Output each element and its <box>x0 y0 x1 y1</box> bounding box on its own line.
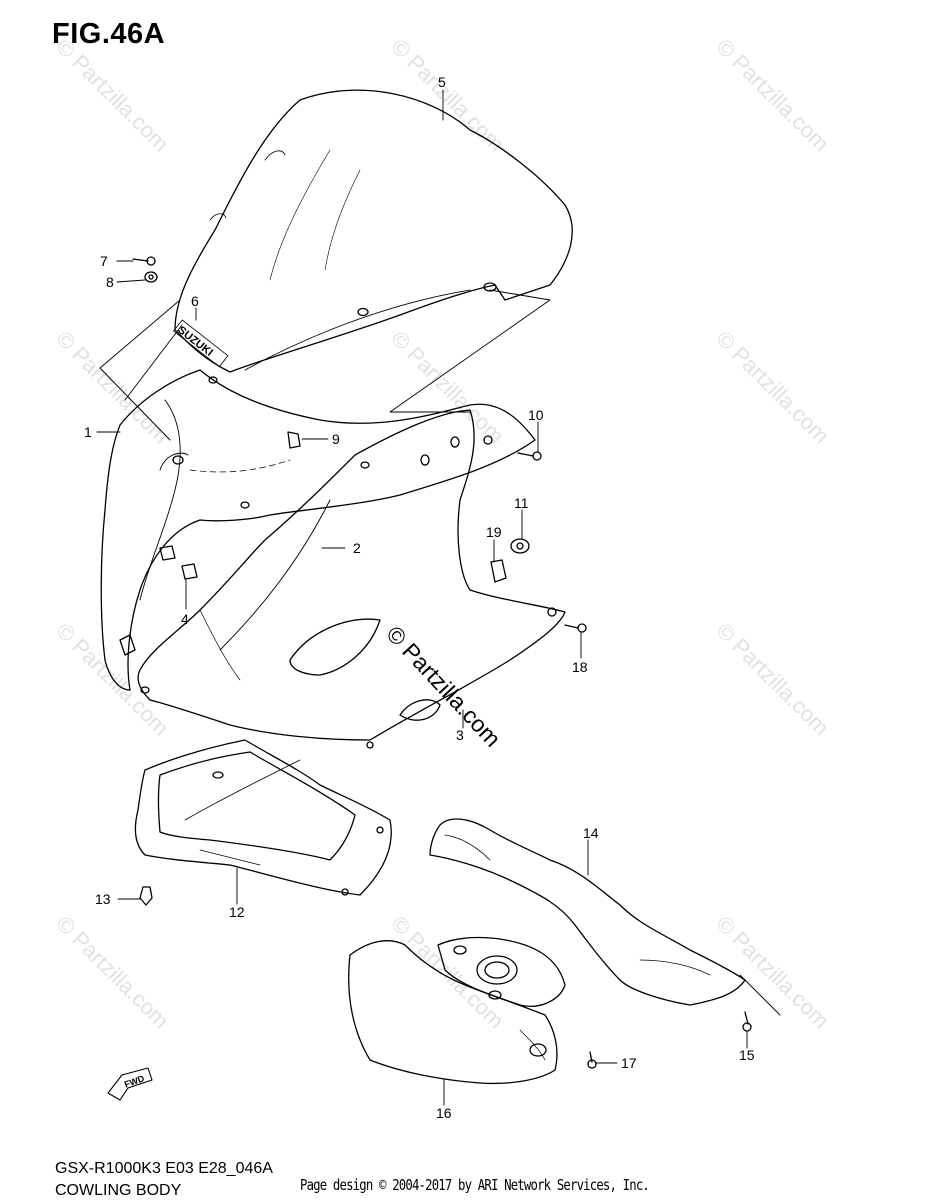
section-name: COWLING BODY <box>55 1182 182 1199</box>
part-label-1: 1 <box>84 424 92 440</box>
part-label-9: 9 <box>332 431 340 447</box>
part-9-clip-icon <box>287 431 301 449</box>
heat-shield-part <box>348 936 566 1085</box>
center-watermark: © Partzilla.com <box>381 621 506 752</box>
part-label-13: 13 <box>95 891 111 907</box>
watermark-group: © Partzilla.com © Partzilla.com © Partzi… <box>51 34 834 1034</box>
part-label-2: 2 <box>353 540 361 556</box>
watermark: © Partzilla.com <box>51 34 174 157</box>
air-duct-part <box>429 818 781 1016</box>
leader-lines <box>96 89 748 1106</box>
upper-cowling-part <box>100 369 536 691</box>
watermark: © Partzilla.com <box>51 326 174 449</box>
part-19-clip-icon <box>490 559 507 583</box>
part-7-screw-icon <box>132 256 156 266</box>
watermark: © Partzilla.com <box>711 618 834 741</box>
part-label-10: 10 <box>528 407 544 423</box>
fwd-arrow-icon: FWD <box>107 1067 153 1101</box>
part-11-grommet-icon <box>510 538 530 554</box>
part-label-4: 4 <box>181 611 189 627</box>
part-label-11: 11 <box>514 495 529 511</box>
part-label-17: 17 <box>621 1055 637 1071</box>
part-label-12: 12 <box>229 904 245 920</box>
part-labels: 5 6 7 8 1 9 10 11 19 2 4 18 3 14 13 12 1… <box>84 74 755 1121</box>
part-label-15: 15 <box>739 1047 755 1063</box>
part-18-bolt-icon <box>564 623 587 633</box>
part-label-8: 8 <box>106 274 114 290</box>
part-label-3: 3 <box>456 727 464 743</box>
windscreen-logo: SUZUKI <box>175 324 215 359</box>
watermark: © Partzilla.com <box>711 911 834 1034</box>
part-label-6: 6 <box>191 293 199 309</box>
side-cowling-part <box>119 409 566 749</box>
part-4-nut-icon <box>159 545 198 580</box>
windscreen-part: SUZUKI <box>173 89 573 373</box>
part-10-bolt-icon <box>517 451 542 461</box>
watermark: © Partzilla.com <box>711 34 834 157</box>
watermark: © Partzilla.com <box>386 34 509 157</box>
model-code: GSX-R1000K3 E03 E28_046A <box>55 1160 273 1177</box>
figure-title: FIG.46A <box>52 18 166 50</box>
inner-panel-part <box>134 739 392 896</box>
part-15-screw-icon <box>742 1011 752 1032</box>
watermark: © Partzilla.com <box>711 326 834 449</box>
assembly-lines <box>99 289 551 441</box>
part-17-bolt-icon <box>587 1051 597 1069</box>
part-8-nut-icon <box>144 271 158 283</box>
part-label-18: 18 <box>572 659 588 675</box>
fwd-arrow-label: FWD <box>123 1073 146 1090</box>
suzuki-logo-icon: SUZUKI <box>173 319 229 368</box>
part-label-14: 14 <box>583 825 599 841</box>
part-13-clip-icon <box>139 886 153 906</box>
watermark: © Partzilla.com <box>51 911 174 1034</box>
part-label-7: 7 <box>100 253 108 269</box>
part-label-19: 19 <box>486 524 502 540</box>
page-credit: Page design © 2004-2017 by ARI Network S… <box>300 1176 650 1194</box>
part-label-5: 5 <box>438 74 446 90</box>
part-label-16: 16 <box>436 1105 452 1121</box>
